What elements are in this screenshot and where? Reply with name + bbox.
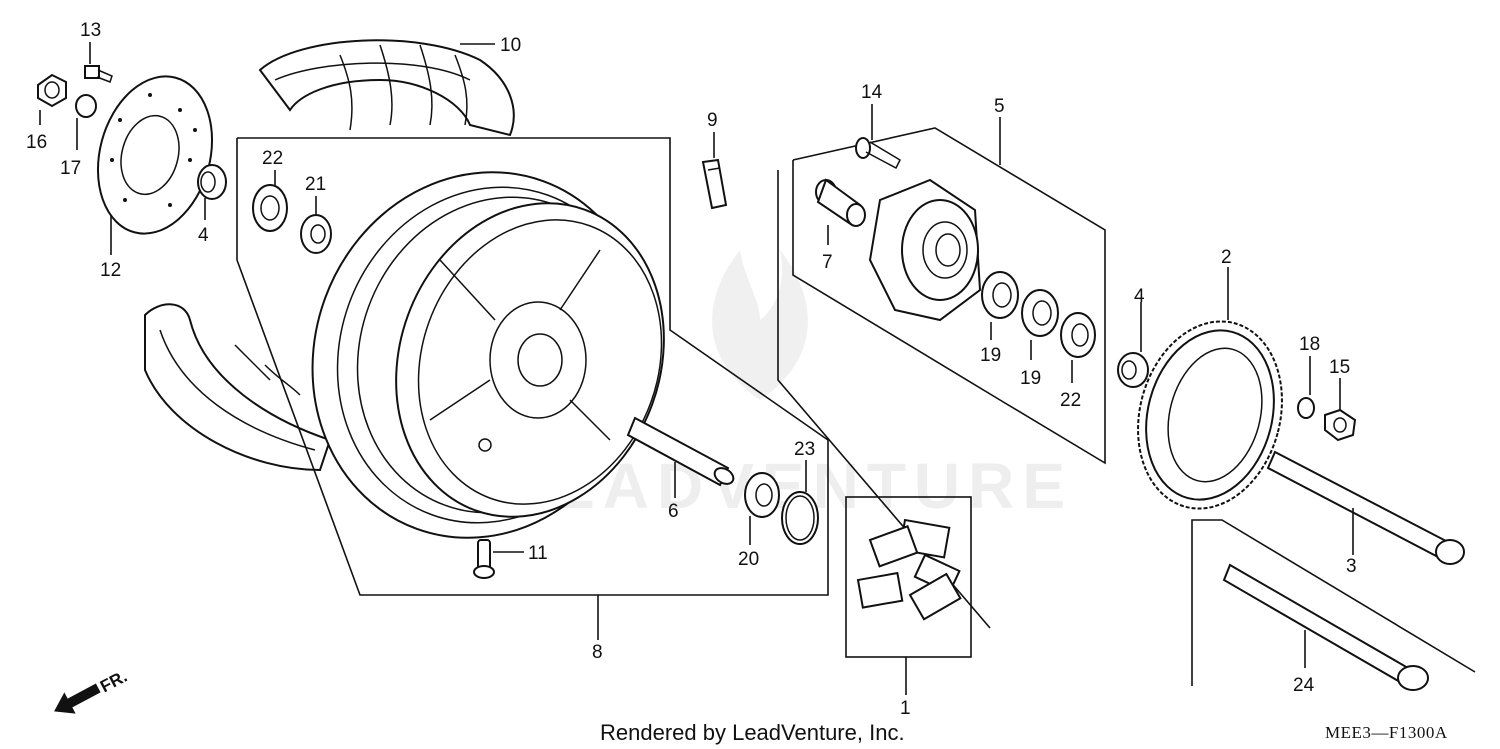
callout-8: 8 — [592, 642, 603, 663]
callout-23: 23 — [794, 439, 815, 460]
callout-11: 11 — [528, 543, 548, 564]
callout-17: 17 — [60, 158, 81, 179]
callout-10: 10 — [500, 35, 521, 56]
tire-lower — [144, 303, 332, 472]
axle-spacer — [626, 416, 735, 487]
dust-seal-left — [252, 184, 288, 232]
callout-19-a: 19 — [980, 345, 1001, 366]
callout-6: 6 — [668, 501, 679, 522]
callout-3: 3 — [1346, 556, 1357, 577]
callout-4-right: 4 — [1134, 286, 1145, 307]
callout-13: 13 — [80, 20, 101, 41]
callout-22-left: 22 — [262, 148, 283, 169]
driven-sprocket — [1137, 320, 1283, 510]
side-collar-right — [1117, 352, 1149, 388]
driven-flange-hub — [868, 178, 982, 322]
hub-dust-seal — [1060, 312, 1096, 358]
callout-22-right: 22 — [1060, 390, 1081, 411]
callout-24: 24 — [1293, 675, 1315, 696]
front-label: FR. — [97, 667, 130, 697]
o-ring — [781, 491, 819, 545]
hub-bearing-2 — [1021, 289, 1059, 337]
bearing-left — [300, 214, 332, 254]
hub-assembly-bracket — [792, 127, 1106, 465]
rear-wheel — [311, 171, 665, 539]
rear-axle — [1266, 450, 1465, 565]
leader-lines — [39, 42, 1354, 695]
sprocket-washer — [1297, 397, 1315, 419]
damper-box — [845, 496, 972, 658]
tire-valve — [473, 539, 495, 579]
disc-nut — [37, 73, 67, 108]
disc-washer — [75, 94, 97, 118]
diagram-code: MEE3—F1300A — [1325, 723, 1448, 742]
callout-9: 9 — [707, 110, 718, 131]
callout-20: 20 — [738, 549, 759, 570]
tire-upper — [258, 39, 515, 137]
damper-rubbers — [856, 518, 962, 621]
callout-21: 21 — [305, 174, 326, 195]
front-direction-arrow: FR. — [54, 667, 130, 714]
callout-16: 16 — [26, 132, 47, 153]
bearing-right — [744, 472, 780, 518]
callout-labels: 1 2 3 4 4 5 6 7 8 9 10 11 12 13 14 15 16… — [26, 20, 1357, 719]
hub-bolt — [855, 137, 901, 170]
callout-15: 15 — [1329, 357, 1350, 378]
callout-2: 2 — [1221, 247, 1232, 268]
side-collar-left — [197, 164, 227, 200]
callout-5: 5 — [994, 96, 1005, 117]
hub-bearing-1 — [981, 271, 1019, 319]
callout-7: 7 — [822, 252, 833, 273]
sprocket-nut — [1324, 408, 1357, 442]
callout-4-left: 4 — [198, 225, 209, 246]
callout-1: 1 — [900, 698, 911, 719]
rendered-by-credit: Rendered by LeadVenture, Inc. — [600, 720, 905, 745]
callout-14: 14 — [861, 82, 883, 103]
wheel-assembly-bracket — [236, 137, 829, 596]
bolt-bracket — [1191, 519, 1476, 686]
disc-bolt — [84, 65, 113, 83]
adjuster-bolt — [1222, 563, 1429, 691]
callout-18: 18 — [1299, 334, 1320, 355]
callout-19-b: 19 — [1020, 368, 1041, 389]
spring-clip — [701, 158, 728, 210]
callout-12: 12 — [100, 260, 121, 281]
hub-collar — [815, 178, 866, 227]
brake-disc — [96, 75, 214, 235]
